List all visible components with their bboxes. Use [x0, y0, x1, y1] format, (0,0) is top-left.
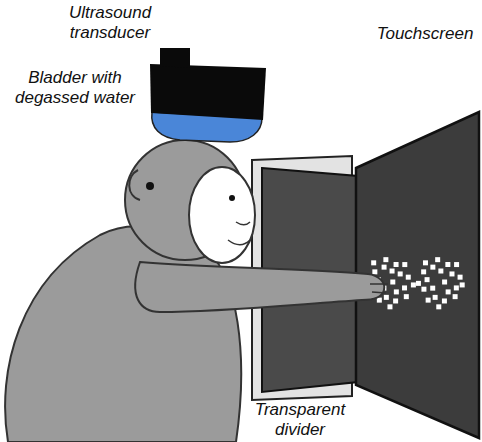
dot — [394, 262, 399, 267]
monkey-face — [189, 167, 255, 263]
monkey-mouth — [228, 240, 250, 245]
monkey-eye — [146, 182, 154, 190]
monkey-body — [5, 226, 241, 442]
part-label: Transparent divider — [240, 400, 360, 439]
monkey-ear — [129, 170, 140, 200]
dot — [438, 269, 443, 274]
dot — [426, 298, 431, 303]
monkey-fingers — [370, 284, 388, 293]
dot — [416, 281, 421, 286]
monkey-arm — [135, 262, 384, 312]
part-label: Ultrasound transducer — [55, 3, 165, 42]
dot — [371, 260, 376, 265]
part-label: Touchscreen — [372, 24, 478, 44]
dot — [390, 269, 395, 274]
dot — [423, 260, 428, 265]
transducer-body — [150, 64, 266, 120]
dot — [442, 298, 447, 303]
dot — [384, 295, 389, 300]
dot — [398, 271, 403, 276]
dot — [425, 277, 430, 282]
dot — [411, 282, 416, 287]
dot — [445, 262, 450, 267]
dot — [421, 287, 426, 292]
dot — [394, 289, 399, 294]
dot — [393, 298, 398, 303]
dot — [382, 265, 387, 270]
dot — [406, 275, 411, 280]
dot — [390, 280, 395, 285]
dot-patterns — [367, 257, 465, 309]
monkey-eye — [229, 195, 235, 201]
dot — [430, 265, 435, 270]
dot — [402, 285, 407, 290]
dot — [453, 294, 458, 299]
dot — [421, 269, 426, 274]
transducer-stem — [160, 48, 190, 68]
dot — [454, 262, 459, 267]
monkey-nose — [236, 222, 250, 225]
dot — [387, 304, 392, 309]
dot — [449, 271, 454, 276]
dot — [372, 269, 377, 274]
dot — [442, 280, 447, 285]
dot — [460, 282, 465, 287]
dot — [430, 286, 435, 291]
dot — [402, 262, 407, 267]
dot — [436, 304, 441, 309]
dot — [454, 285, 459, 290]
dot — [458, 275, 463, 280]
dot — [435, 257, 440, 262]
dot — [404, 294, 409, 299]
dot — [383, 257, 388, 262]
dot — [433, 295, 438, 300]
dot — [446, 289, 451, 294]
part-label: Bladder with degassed water — [0, 68, 150, 107]
